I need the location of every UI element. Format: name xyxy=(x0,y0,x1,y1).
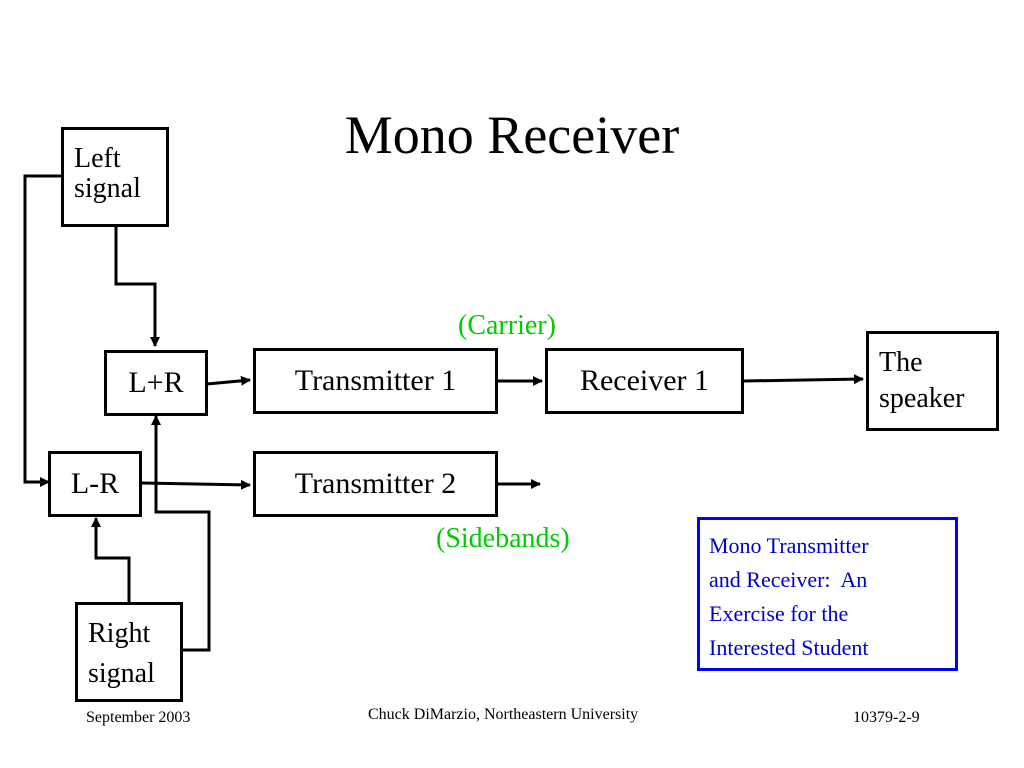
right-signal-block: Right signal xyxy=(75,602,183,702)
wire-right-to-difference xyxy=(91,517,131,602)
transmitter2-block: Transmitter 2 xyxy=(253,451,498,517)
speaker-line-1: The xyxy=(879,347,923,378)
speaker-line-2: speaker xyxy=(879,383,965,414)
note-line-3: Exercise for the xyxy=(709,601,849,626)
wire-sum-to-transmitter1 xyxy=(206,375,251,386)
wire-receiver1-to-speaker xyxy=(743,374,864,385)
receiver1-block: Receiver 1 xyxy=(545,348,744,414)
sum-block-label: L+R xyxy=(128,366,184,399)
right-signal-line-1: Right xyxy=(88,618,151,649)
right-signal-line-2: signal xyxy=(88,658,155,689)
difference-block-label: L-R xyxy=(70,467,120,500)
transmitter1-block: Transmitter 1 xyxy=(253,348,498,414)
left-signal-line-1: Left xyxy=(74,143,121,174)
sidebands-label: (Sidebands) xyxy=(436,523,570,554)
page-title: Mono Receiver xyxy=(344,105,680,165)
left-signal-block: Left signal xyxy=(61,127,169,227)
note-line-4: Interested Student xyxy=(709,635,869,660)
footer-date: September 2003 xyxy=(86,709,191,726)
speaker-block: The speaker xyxy=(866,331,999,431)
sum-block: L+R xyxy=(104,350,208,416)
left-signal-line-2: signal xyxy=(74,173,141,204)
difference-block: L-R xyxy=(48,451,142,517)
footer-author: Chuck DiMarzio, Northeastern University xyxy=(368,706,639,723)
receiver1-label: Receiver 1 xyxy=(579,364,710,397)
carrier-label: (Carrier) xyxy=(458,310,556,341)
note-line-1: Mono Transmitter xyxy=(709,533,869,558)
note-box: Mono Transmitter and Receiver: An Exerci… xyxy=(697,517,958,671)
footer-page-number: 10379-2-9 xyxy=(853,709,920,726)
transmitter1-label: Transmitter 1 xyxy=(294,364,457,397)
wire-left-to-difference xyxy=(23,174,62,487)
transmitter2-label: Transmitter 2 xyxy=(294,467,457,500)
note-line-2: and Receiver: An xyxy=(709,567,868,592)
wire-difference-to-transmitter2 xyxy=(141,479,251,490)
wire-left-to-sum xyxy=(114,226,160,347)
